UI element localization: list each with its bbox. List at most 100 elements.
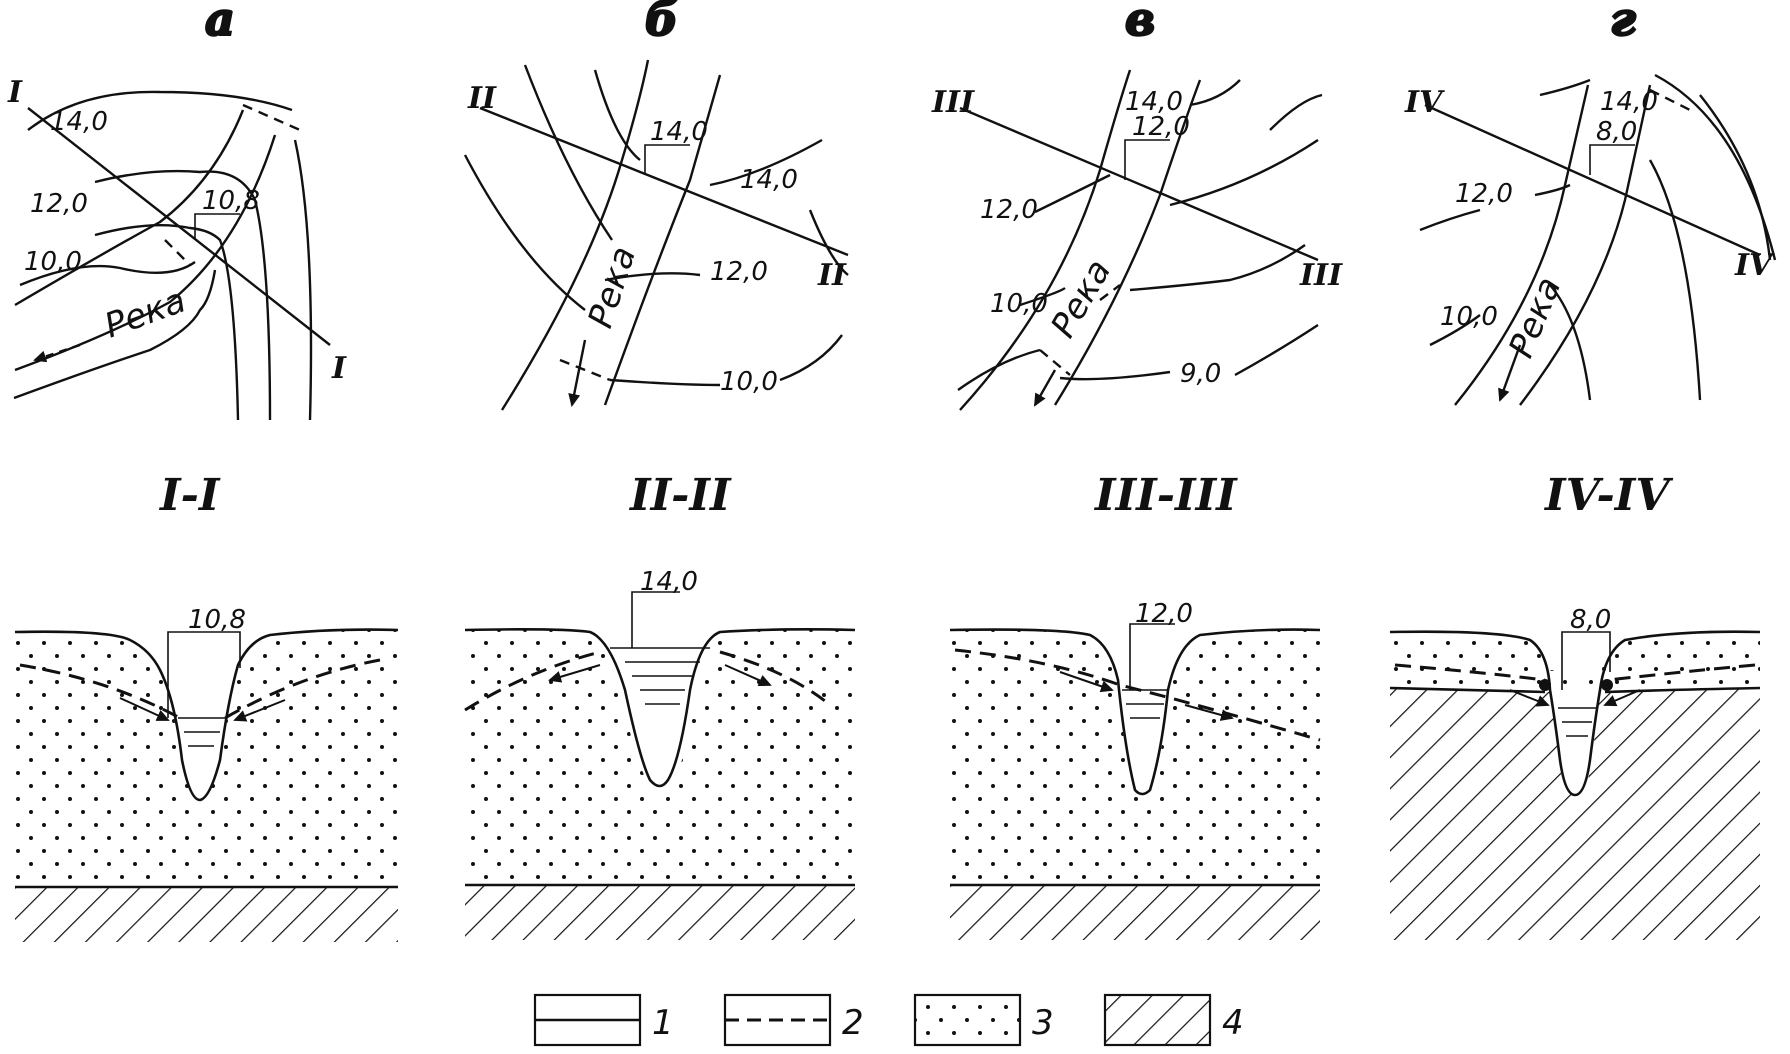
contour-line — [1429, 314, 1481, 347]
contour-line — [94, 169, 272, 421]
river-bank — [14, 109, 245, 307]
water-table-dashed — [464, 650, 601, 712]
section-mark: III — [1299, 258, 1343, 293]
river-bank — [500, 59, 650, 411]
flow-arrow — [1033, 369, 1057, 407]
contour-label: 10,0 — [1440, 302, 1498, 332]
stage-marker — [1124, 139, 1170, 180]
panel-letter: г — [1610, 0, 1636, 46]
contour-line — [1034, 173, 1111, 214]
contour-line — [523, 64, 613, 241]
impermeable-layer — [15, 887, 398, 942]
water-edge-dashed — [559, 358, 611, 382]
plan-panel-d: г — [1419, 0, 1777, 406]
section-mark: II — [467, 81, 497, 116]
spring-outflow — [1539, 679, 1551, 691]
plan-panel-d-labels: IV IV 14,0 12,0 10,0 8,0 Река — [1404, 85, 1775, 363]
stage-label: 14,0 — [650, 117, 708, 147]
flow-arrow — [1498, 344, 1522, 402]
ground-surface — [14, 628, 399, 802]
stage-label: 12,0 — [1132, 112, 1190, 142]
stage-marker — [1589, 144, 1635, 175]
permeable-layer — [465, 629, 855, 885]
river-label: Река — [1043, 253, 1119, 345]
panel-letter: б — [645, 0, 678, 46]
contour-label: 10,0 — [990, 289, 1048, 319]
stage-label: 10,8 — [188, 605, 246, 635]
seepage-arrow — [233, 699, 286, 722]
stage-label: 12,0 — [1135, 599, 1193, 629]
contour-label: 12,0 — [30, 189, 88, 219]
seepage-arrow — [1184, 704, 1234, 721]
legend-item-hatching: 4 — [1103, 993, 1244, 1047]
river-bank — [1454, 84, 1590, 406]
contour-label: 14,0 — [1125, 87, 1183, 117]
contour-label: 9,0 — [1180, 359, 1221, 389]
cross-section-1: 10,8 — [14, 605, 399, 942]
water-surface — [610, 647, 710, 705]
contour-line — [1234, 323, 1319, 377]
plan-panel-b: б — [463, 0, 849, 411]
legend: 1 2 3 4 — [533, 993, 1244, 1047]
section-mark: II — [817, 258, 847, 293]
contour-line — [1059, 370, 1171, 381]
ground-surface — [949, 628, 1321, 796]
legend-label: 4 — [1222, 1003, 1244, 1043]
section-mark: IV — [1734, 248, 1775, 283]
water-surface — [178, 717, 226, 747]
contour-line — [1534, 183, 1571, 197]
seepage-arrow — [724, 664, 772, 687]
contour-label: 14,0 — [740, 165, 798, 195]
contour-line — [19, 261, 196, 287]
plan-panel-b-labels: II II 14,0 12,0 10,0 14,0 Река — [467, 81, 847, 397]
permeable-layer — [950, 629, 1320, 885]
river-bank — [959, 69, 1132, 411]
seepage-arrow — [1603, 689, 1641, 707]
river-bank — [603, 74, 722, 406]
section-line — [479, 106, 849, 257]
water-table-dashed — [1607, 663, 1756, 682]
contour-line — [1419, 208, 1481, 232]
contour-line — [808, 209, 849, 276]
contour-line — [13, 269, 217, 400]
seepage-arrow — [1059, 671, 1114, 693]
contour-label: 10,0 — [24, 247, 82, 277]
seepage-arrow — [119, 697, 170, 721]
contour-line — [1129, 244, 1306, 292]
legend-label: 1 — [652, 1003, 674, 1043]
contour-label: 12,0 — [1455, 179, 1513, 209]
contour-line — [1699, 94, 1772, 261]
cross-section-2: 14,0 — [464, 567, 856, 940]
water-table-dashed — [224, 658, 381, 720]
river-bank — [14, 134, 277, 372]
section-line — [959, 106, 1319, 262]
seepage-arrow — [548, 664, 601, 683]
legend-label: 3 — [1032, 1003, 1054, 1043]
water-edge-dashed — [1649, 88, 1691, 112]
impermeable-layer — [950, 885, 1320, 940]
stage-marker — [167, 631, 241, 718]
river-bank — [1053, 79, 1202, 406]
water-surface — [1558, 707, 1596, 737]
legend-item-dots: 3 — [913, 993, 1054, 1047]
contour-line — [94, 224, 240, 421]
plan-panel-a-labels: I I 14,0 12,0 10,0 10,8 Река — [7, 75, 347, 386]
stage-marker — [644, 144, 690, 175]
section-line — [1424, 103, 1761, 257]
section-title: I-I — [158, 470, 221, 521]
stage-label: 10,8 — [202, 186, 260, 216]
cross-section-4: 8,0 — [1389, 605, 1761, 940]
contour-line — [463, 154, 586, 311]
river-bank — [1519, 84, 1652, 406]
contour-line — [1549, 284, 1592, 401]
riverbed-water — [165, 668, 230, 800]
stage-marker — [194, 213, 240, 240]
contour-line — [1269, 93, 1323, 131]
ground-surface — [1389, 630, 1761, 797]
water-table-dashed — [19, 663, 181, 720]
section-mark: IV — [1404, 85, 1445, 120]
contour-label: 14,0 — [1600, 87, 1658, 117]
section-mark: I — [7, 75, 23, 110]
plan-panel-c-labels: III III 14,0 12,0 10,0 9,0 12,0 Река — [931, 85, 1343, 389]
stage-marker — [1129, 623, 1175, 690]
